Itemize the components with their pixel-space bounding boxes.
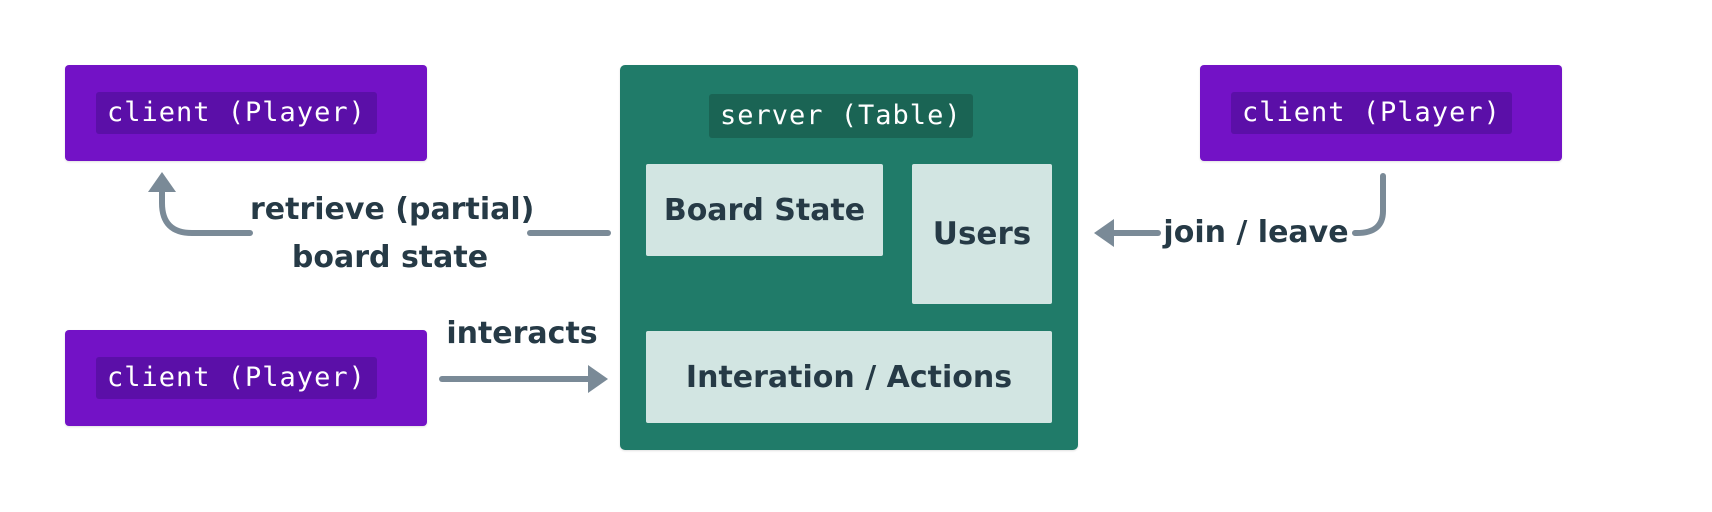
server-title: server (Table) (709, 94, 973, 138)
client-label: client (Player) (96, 92, 377, 134)
users-label: Users (932, 216, 1032, 252)
retrieve-arrow-head (148, 172, 176, 192)
interacts-label: interacts (446, 316, 598, 351)
board-state-box: Board State (646, 164, 883, 256)
client-player-right: client (Player) (1200, 65, 1562, 161)
client-player-top-left: client (Player) (65, 65, 427, 161)
board-state-label: Board State (663, 192, 866, 228)
client-label: client (Player) (96, 357, 377, 399)
join-leave-arrow-curve (1352, 173, 1386, 236)
join-leave-arrow-head (1094, 219, 1114, 247)
server-table: server (Table) Board State Users Interat… (620, 65, 1078, 450)
interaction-box: Interation / Actions (646, 331, 1052, 423)
retrieve-label: retrieve (partial) board state (250, 186, 535, 282)
client-label: client (Player) (1231, 92, 1512, 134)
join-leave-label: join / leave (1163, 215, 1349, 250)
retrieve-arrow-curve (159, 185, 253, 236)
retrieve-label-line2: board state (291, 240, 489, 275)
retrieve-label-line1: retrieve (partial) (250, 192, 535, 227)
users-box: Users (912, 164, 1052, 304)
interacts-arrow-head (588, 365, 608, 393)
interaction-label: Interation / Actions (685, 359, 1013, 395)
client-player-bottom-left: client (Player) (65, 330, 427, 426)
